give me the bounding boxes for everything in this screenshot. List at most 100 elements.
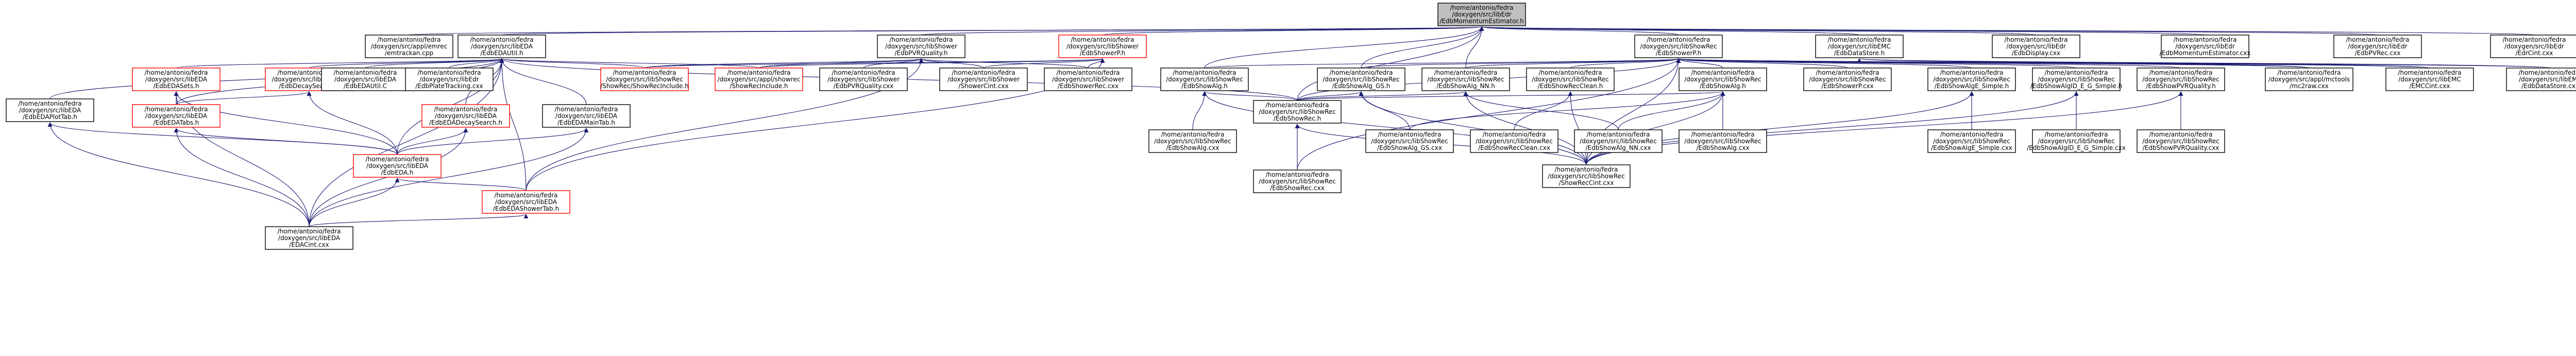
- file-node[interactable]: /home/antonio/fedra/doxygen/src/libShowe…: [877, 35, 965, 58]
- file-node[interactable]: /home/antonio/fedra/doxygen/src/libEdr/E…: [405, 67, 494, 91]
- file-node[interactable]: /home/antonio/fedra/doxygen/src/libEDA/E…: [265, 226, 353, 250]
- file-node[interactable]: /home/antonio/fedra/doxygen/src/libShowR…: [2137, 129, 2225, 153]
- node-label-line: /mc2raw.cxx: [2290, 82, 2329, 90]
- file-node[interactable]: /home/antonio/fedra/doxygen/src/libEDA/E…: [132, 67, 221, 91]
- file-node[interactable]: /home/antonio/fedra/doxygen/src/libShowR…: [2027, 129, 2126, 153]
- file-node[interactable]: /home/antonio/fedra/doxygen/src/libShowe…: [1058, 35, 1147, 58]
- file-node[interactable]: /home/antonio/fedra/doxygen/src/libEdr/E…: [1992, 35, 2080, 58]
- file-node[interactable]: /home/antonio/fedra/doxygen/src/libEDA/E…: [321, 67, 410, 91]
- file-node[interactable]: /home/antonio/fedra/doxygen/src/appl/sho…: [715, 67, 803, 91]
- file-node[interactable]: /home/antonio/fedra/doxygen/src/libEMC/E…: [2506, 67, 2576, 91]
- node-label-line: /EdbShowerP.h: [1080, 49, 1125, 57]
- file-node[interactable]: /home/antonio/fedra/doxygen/src/libEDA/E…: [457, 35, 546, 58]
- file-node[interactable]: /home/antonio/fedra/doxygen/src/libShowR…: [1542, 164, 1631, 188]
- node-label-line: /EdbEDAMainTab.h: [557, 119, 615, 126]
- node-label-line: /home/antonio/fedra: [1173, 69, 1236, 76]
- edge-n_showrec_inc-to-n_eda: [499, 58, 645, 69]
- file-node[interactable]: /home/antonio/fedra/doxygen/src/libShowR…: [1160, 67, 1249, 91]
- file-node[interactable]: /home/antonio/fedra/doxygen/src/libEDA/E…: [421, 104, 510, 128]
- edge-n_showrec_inc-to-n_pvq: [644, 58, 923, 69]
- node-label-line: /home/antonio/fedra: [613, 69, 676, 76]
- node-label-line: /doxygen/src/libShowRec: [1259, 108, 1336, 115]
- file-node[interactable]: /home/antonio/fedra/doxygen/src/libShowR…: [1679, 129, 1767, 153]
- file-node[interactable]: /home/antonio/fedra/doxygen/src/libShowR…: [1470, 129, 1558, 153]
- node-label-line: /home/antonio/fedra: [1816, 69, 1879, 76]
- file-node[interactable]: /home/antonio/fedra/doxygen/src/libShowe…: [939, 67, 1028, 91]
- node-label-line: /home/antonio/fedra: [470, 36, 534, 43]
- node-label-line: /EdbDataStore.cxx: [2521, 82, 2576, 90]
- edge-n_alg_gs-to-root: [1361, 26, 1484, 69]
- file-node[interactable]: /home/antonio/fedra/doxygen/src/libShowR…: [1317, 67, 1405, 91]
- node-box: [421, 104, 510, 128]
- node-box: [1542, 164, 1631, 188]
- file-node[interactable]: /home/antonio/fedra/doxygen/src/libEMC/E…: [1815, 35, 1904, 58]
- file-node[interactable]: /home/antonio/fedra/doxygen/src/libShowR…: [1679, 67, 1767, 91]
- node-label-line: /home/antonio/fedra: [2398, 69, 2462, 76]
- edge-n_showrec_cxx-to-n_showrec_p: [1297, 58, 1681, 171]
- node-label-line: /doxygen/src/libShowRec: [1684, 138, 1761, 145]
- edge-n_appl_showrec-to-n_eda: [500, 58, 759, 69]
- edge-n_showrec_cint-to-n_alg_nn: [1463, 91, 1587, 165]
- node-box: [2137, 67, 2225, 91]
- file-node[interactable]: /home/antonio/fedra/doxygen/src/libEdr/E…: [2333, 35, 2422, 58]
- file-node[interactable]: /home/antonio/fedra/doxygen/src/libShowR…: [1803, 67, 1892, 91]
- node-label-line: /EdbMomentumEstimator.h: [1439, 18, 1523, 25]
- file-node[interactable]: /home/antonio/fedra/doxygen/src/libShowR…: [600, 67, 689, 91]
- node-label-line: /doxygen/src/libEDA: [145, 76, 208, 83]
- node-label-line: /home/antonio/fedra: [418, 69, 481, 76]
- file-node[interactable]: /home/antonio/fedra/doxygen/src/libShowR…: [1253, 100, 1342, 124]
- edge-n_alg-to-root: [1204, 26, 1484, 69]
- file-node[interactable]: /home/antonio/fedra/doxygen/src/libEMC/E…: [2385, 67, 2474, 91]
- file-node[interactable]: /home/antonio/fedra/doxygen/src/libEdr/E…: [2490, 35, 2576, 58]
- node-box: [1992, 35, 2080, 58]
- edge-n_edacint-to-n_plottab: [47, 122, 310, 227]
- file-node[interactable]: /home/antonio/fedra/doxygen/src/libShowR…: [1927, 129, 2016, 153]
- node-label-line: /EdbPlateTracking.cxx: [415, 82, 483, 90]
- node-label-line: /doxygen/src/libShower: [1052, 76, 1124, 83]
- node-label-line: /EdbEDA.h: [381, 169, 414, 176]
- file-node[interactable]: /home/antonio/fedra/doxygen/src/libShowe…: [1044, 67, 1132, 91]
- node-label-line: /doxygen/src/libEDA: [435, 112, 497, 120]
- file-node[interactable]: /home/antonio/fedra/doxygen/src/libShowe…: [819, 67, 908, 91]
- file-node[interactable]: /home/antonio/fedra/doxygen/src/libShowR…: [1634, 35, 1723, 58]
- node-label-line: /EdbShowAlg.h: [1181, 82, 1228, 90]
- node-label-line: /home/antonio/fedra: [145, 106, 208, 113]
- file-node[interactable]: /home/antonio/fedra/doxygen/src/libShowR…: [1365, 129, 1454, 153]
- node-label-line: /EdbShowAlg_GS.h: [1332, 82, 1391, 90]
- node-label-line: /home/antonio/fedra: [1266, 171, 1329, 178]
- file-node[interactable]: /home/antonio/fedra/doxygen/src/libEDA/E…: [132, 104, 221, 128]
- file-node[interactable]: /home/antonio/fedra/doxygen/src/libShowR…: [1574, 129, 1663, 153]
- node-label-line: /home/antonio/fedra: [495, 192, 558, 199]
- node-label-line: /home/antonio/fedra: [2174, 36, 2237, 43]
- node-label-line: /doxygen/src/libShowRec: [1809, 76, 1886, 83]
- edge-n_gs_cxx-to-n_showalgh: [1409, 91, 1725, 130]
- file-node[interactable]: /home/antonio/fedra/doxygen/src/libShowR…: [1253, 169, 1342, 193]
- file-node[interactable]: /home/antonio/fedra/doxygen/src/libShowR…: [1421, 67, 1510, 91]
- node-box: [715, 67, 803, 91]
- node-label-line: /doxygen/src/libShower: [1066, 43, 1139, 50]
- file-node[interactable]: /home/antonio/fedra/doxygen/src/appl/emr…: [365, 35, 453, 58]
- file-node[interactable]: /home/antonio/fedra/doxygen/src/libShowR…: [2137, 67, 2225, 91]
- node-label-line: /home/antonio/fedra: [1940, 69, 2004, 76]
- file-node[interactable]: /home/antonio/fedra/doxygen/src/appl/mct…: [2265, 67, 2353, 91]
- node-label-line: /EdbShowAlg_NN.h: [1436, 82, 1495, 90]
- node-label-line: /home/antonio/fedra: [2278, 69, 2341, 76]
- node-label-line: /home/antonio/fedra: [1691, 131, 1755, 138]
- file-node[interactable]: /home/antonio/fedra/doxygen/src/libEdr/E…: [2160, 35, 2251, 58]
- node-label-line: /home/antonio/fedra: [1940, 131, 2004, 138]
- node-label-line: /doxygen/src/libShowRec: [2038, 76, 2115, 83]
- node-box: [1160, 67, 1249, 91]
- file-node[interactable]: /home/antonio/fedra/doxygen/src/libShowR…: [1927, 67, 2016, 91]
- file-node[interactable]: /home/antonio/fedra/doxygen/src/libShowR…: [2030, 67, 2122, 91]
- node-box: [1679, 67, 1767, 91]
- file-node[interactable]: /home/antonio/fedra/doxygen/src/libEDA/E…: [353, 154, 442, 178]
- node-label-line: /home/antonio/fedra: [1330, 69, 1393, 76]
- node-label-line: /EDACint.cxx: [289, 241, 329, 248]
- file-node[interactable]: /home/antonio/fedra/doxygen/src/libEDA/E…: [482, 190, 570, 214]
- node-box: [132, 67, 221, 91]
- file-node[interactable]: /home/antonio/fedra/doxygen/src/libShowR…: [1148, 129, 1237, 153]
- node-box: [353, 154, 442, 178]
- file-node[interactable]: /home/antonio/fedra/doxygen/src/libShowR…: [1526, 67, 1615, 91]
- file-node[interactable]: /home/antonio/fedra/doxygen/src/libEDA/E…: [542, 104, 631, 128]
- file-node[interactable]: /home/antonio/fedra/doxygen/src/libEDA/E…: [6, 98, 94, 122]
